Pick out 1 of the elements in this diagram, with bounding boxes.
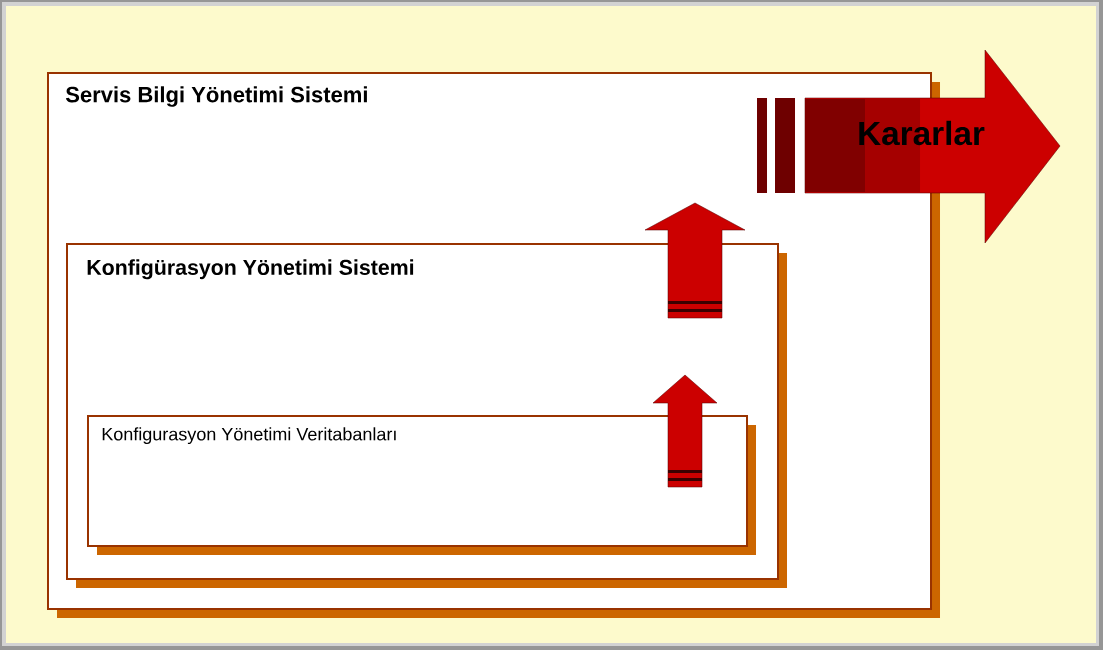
system-box: Konfigurasyon Yönetimi Veritabanları	[87, 415, 756, 555]
